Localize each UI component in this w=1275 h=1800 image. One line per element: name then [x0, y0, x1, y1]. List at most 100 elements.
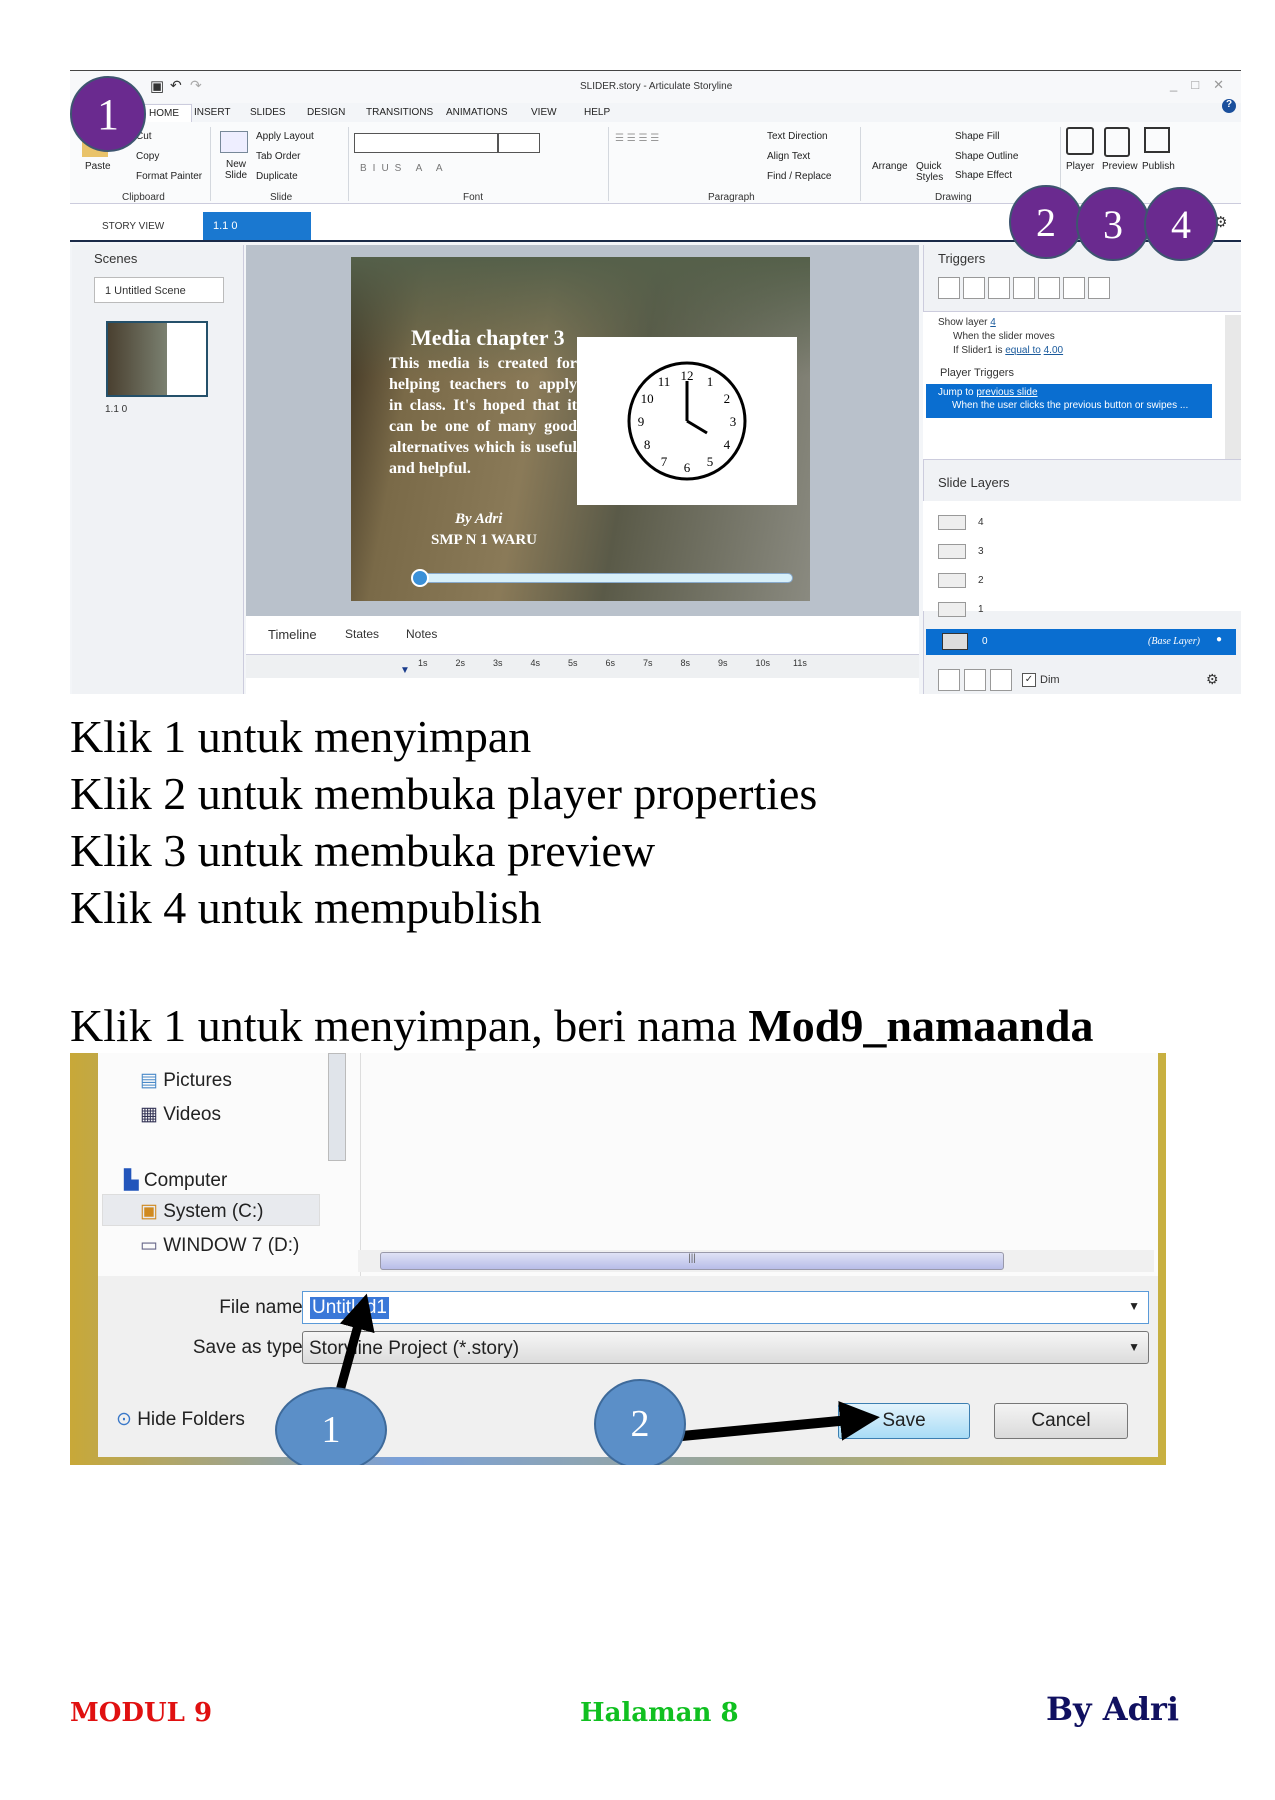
- arrange-button[interactable]: Arrange: [872, 161, 908, 172]
- duplicate-layer-button[interactable]: [964, 669, 986, 691]
- group-font: Font: [463, 192, 484, 203]
- tab-states[interactable]: States: [345, 627, 380, 641]
- slider-track[interactable]: [415, 573, 793, 583]
- tab-insert[interactable]: INSERT: [194, 107, 231, 118]
- shape-fill-button[interactable]: Shape Fill: [955, 131, 1000, 142]
- text-direction-button[interactable]: Text Direction: [767, 131, 828, 142]
- duplicate-button[interactable]: Duplicate: [256, 171, 298, 182]
- cut-button[interactable]: Cut: [136, 131, 152, 142]
- trigger-1[interactable]: Show layer 4: [938, 317, 996, 328]
- font-format-buttons[interactable]: BIUS A A: [360, 163, 449, 174]
- save-icon[interactable]: ▣: [150, 78, 165, 95]
- tab-home[interactable]: HOME: [140, 104, 192, 122]
- nav-pictures[interactable]: Pictures: [163, 1070, 232, 1091]
- preview-button[interactable]: Preview: [1102, 161, 1138, 172]
- layer-row[interactable]: 2: [938, 573, 984, 588]
- copy-button[interactable]: Copy: [136, 151, 160, 162]
- slider-thumb[interactable]: [411, 569, 429, 587]
- trigger-operator-link[interactable]: equal to: [1005, 345, 1041, 356]
- tab-transitions[interactable]: TRANSITIONS: [366, 107, 434, 118]
- layer-number: 0: [982, 636, 988, 647]
- arrows: [333, 1293, 880, 1441]
- trigger-2[interactable]: Jump to previous slide When the user cli…: [926, 384, 1212, 418]
- layer-row[interactable]: 3: [938, 544, 984, 559]
- trigger-value-link[interactable]: 4.00: [1043, 345, 1064, 356]
- delete-layer-button[interactable]: [990, 669, 1012, 691]
- base-layer-row[interactable]: 0 (Base Layer) ●: [926, 629, 1236, 655]
- slide-tab[interactable]: 1.1 0: [203, 212, 311, 240]
- nav-computer[interactable]: Computer: [143, 1170, 228, 1191]
- apply-layout-button[interactable]: Apply Layout: [256, 131, 314, 142]
- redo-icon[interactable]: ↷: [190, 77, 202, 93]
- new-layer-button[interactable]: [938, 669, 960, 691]
- timeline-tick: 3s: [493, 658, 503, 668]
- tab-timeline[interactable]: Timeline: [268, 627, 317, 642]
- nav-videos[interactable]: Videos: [163, 1104, 221, 1125]
- nav-scrollbar[interactable]: [328, 1053, 346, 1161]
- move-up-button[interactable]: [1063, 277, 1085, 299]
- layer-row[interactable]: 1: [938, 602, 984, 617]
- help-icon[interactable]: ?: [1222, 99, 1236, 113]
- slide-thumbnail[interactable]: [106, 321, 208, 397]
- eye-icon[interactable]: ●: [1216, 634, 1223, 645]
- player-button[interactable]: Player: [1066, 161, 1095, 172]
- find-replace-button[interactable]: Find / Replace: [767, 171, 832, 182]
- window-controls[interactable]: _□✕: [1170, 77, 1238, 92]
- scene-select[interactable]: 1 Untitled Scene: [94, 277, 224, 303]
- tab-design[interactable]: DESIGN: [307, 107, 346, 118]
- delete-trigger-button[interactable]: [1038, 277, 1060, 299]
- layer-settings-icon[interactable]: ⚙: [1206, 671, 1219, 687]
- slide-title: Media chapter 3: [411, 325, 565, 350]
- save-heading-text: Klik 1 untuk menyimpan, beri nama: [70, 1000, 749, 1051]
- nav-system-c[interactable]: System (C:): [163, 1201, 264, 1222]
- playhead-icon[interactable]: ▼: [400, 665, 410, 676]
- tab-animations[interactable]: ANIMATIONS: [446, 107, 508, 118]
- chevron-down-icon[interactable]: ▼: [1128, 1299, 1140, 1313]
- horizontal-scrollbar[interactable]: |||: [358, 1250, 1154, 1272]
- publish-button[interactable]: Publish: [1142, 161, 1175, 172]
- triggers-scrollbar[interactable]: [1225, 315, 1241, 459]
- dim-checkbox[interactable]: ✓: [1022, 673, 1036, 687]
- shape-outline-button[interactable]: Shape Outline: [955, 151, 1019, 162]
- layer-row[interactable]: 4: [938, 515, 984, 530]
- trigger-layer-link[interactable]: 4: [990, 317, 996, 328]
- file-name-input[interactable]: Untitled1 ▼: [302, 1291, 1149, 1324]
- shape-effect-button[interactable]: Shape Effect: [955, 170, 1013, 181]
- tab-notes[interactable]: Notes: [406, 627, 438, 641]
- cancel-button[interactable]: Cancel: [994, 1403, 1128, 1439]
- scenes-title: Scenes: [94, 251, 138, 266]
- undo-icon[interactable]: ↶: [170, 77, 182, 93]
- group-drawing: Drawing: [935, 192, 972, 203]
- tab-slides[interactable]: SLIDES: [250, 107, 286, 118]
- chevron-down-icon[interactable]: ▼: [1128, 1340, 1140, 1354]
- trigger-slide-link[interactable]: previous slide: [976, 387, 1038, 398]
- new-trigger-button[interactable]: [938, 277, 960, 299]
- quick-styles-button[interactable]: Quick Styles: [916, 161, 944, 183]
- new-slide-button[interactable]: New Slide: [224, 159, 248, 181]
- save-type-select[interactable]: Storyline Project (*.story) ▼: [302, 1331, 1149, 1364]
- footer-author: By Adri: [1046, 1690, 1179, 1728]
- copy-trigger-button[interactable]: [988, 277, 1010, 299]
- clock-number: 11: [658, 374, 671, 389]
- font-family-select[interactable]: [354, 133, 498, 153]
- align-text-button[interactable]: Align Text: [767, 151, 811, 162]
- move-down-button[interactable]: [1088, 277, 1110, 299]
- format-painter-button[interactable]: Format Painter: [136, 171, 203, 182]
- callout-2: 2: [1009, 185, 1083, 259]
- font-size-select[interactable]: [498, 133, 540, 153]
- list-buttons[interactable]: ☰ ☰ ☰ ☰: [615, 133, 660, 144]
- tab-order-button[interactable]: Tab Order: [256, 151, 301, 162]
- hide-folders-button[interactable]: ⊙ Hide Folders: [116, 1408, 245, 1431]
- paste-trigger-button[interactable]: [1013, 277, 1035, 299]
- edit-trigger-button[interactable]: [963, 277, 985, 299]
- tab-help[interactable]: HELP: [584, 107, 611, 118]
- scrollbar-thumb[interactable]: |||: [380, 1252, 1004, 1270]
- tab-view[interactable]: VIEW: [531, 107, 557, 118]
- paste-button[interactable]: Paste: [85, 161, 111, 172]
- layer-number: 1: [978, 604, 984, 615]
- story-view-tab[interactable]: STORY VIEW: [102, 221, 165, 232]
- footer-module: MODUL 9: [70, 1698, 213, 1728]
- layer-thumb: [938, 544, 966, 559]
- nav-window7-d[interactable]: WINDOW 7 (D:): [163, 1235, 300, 1256]
